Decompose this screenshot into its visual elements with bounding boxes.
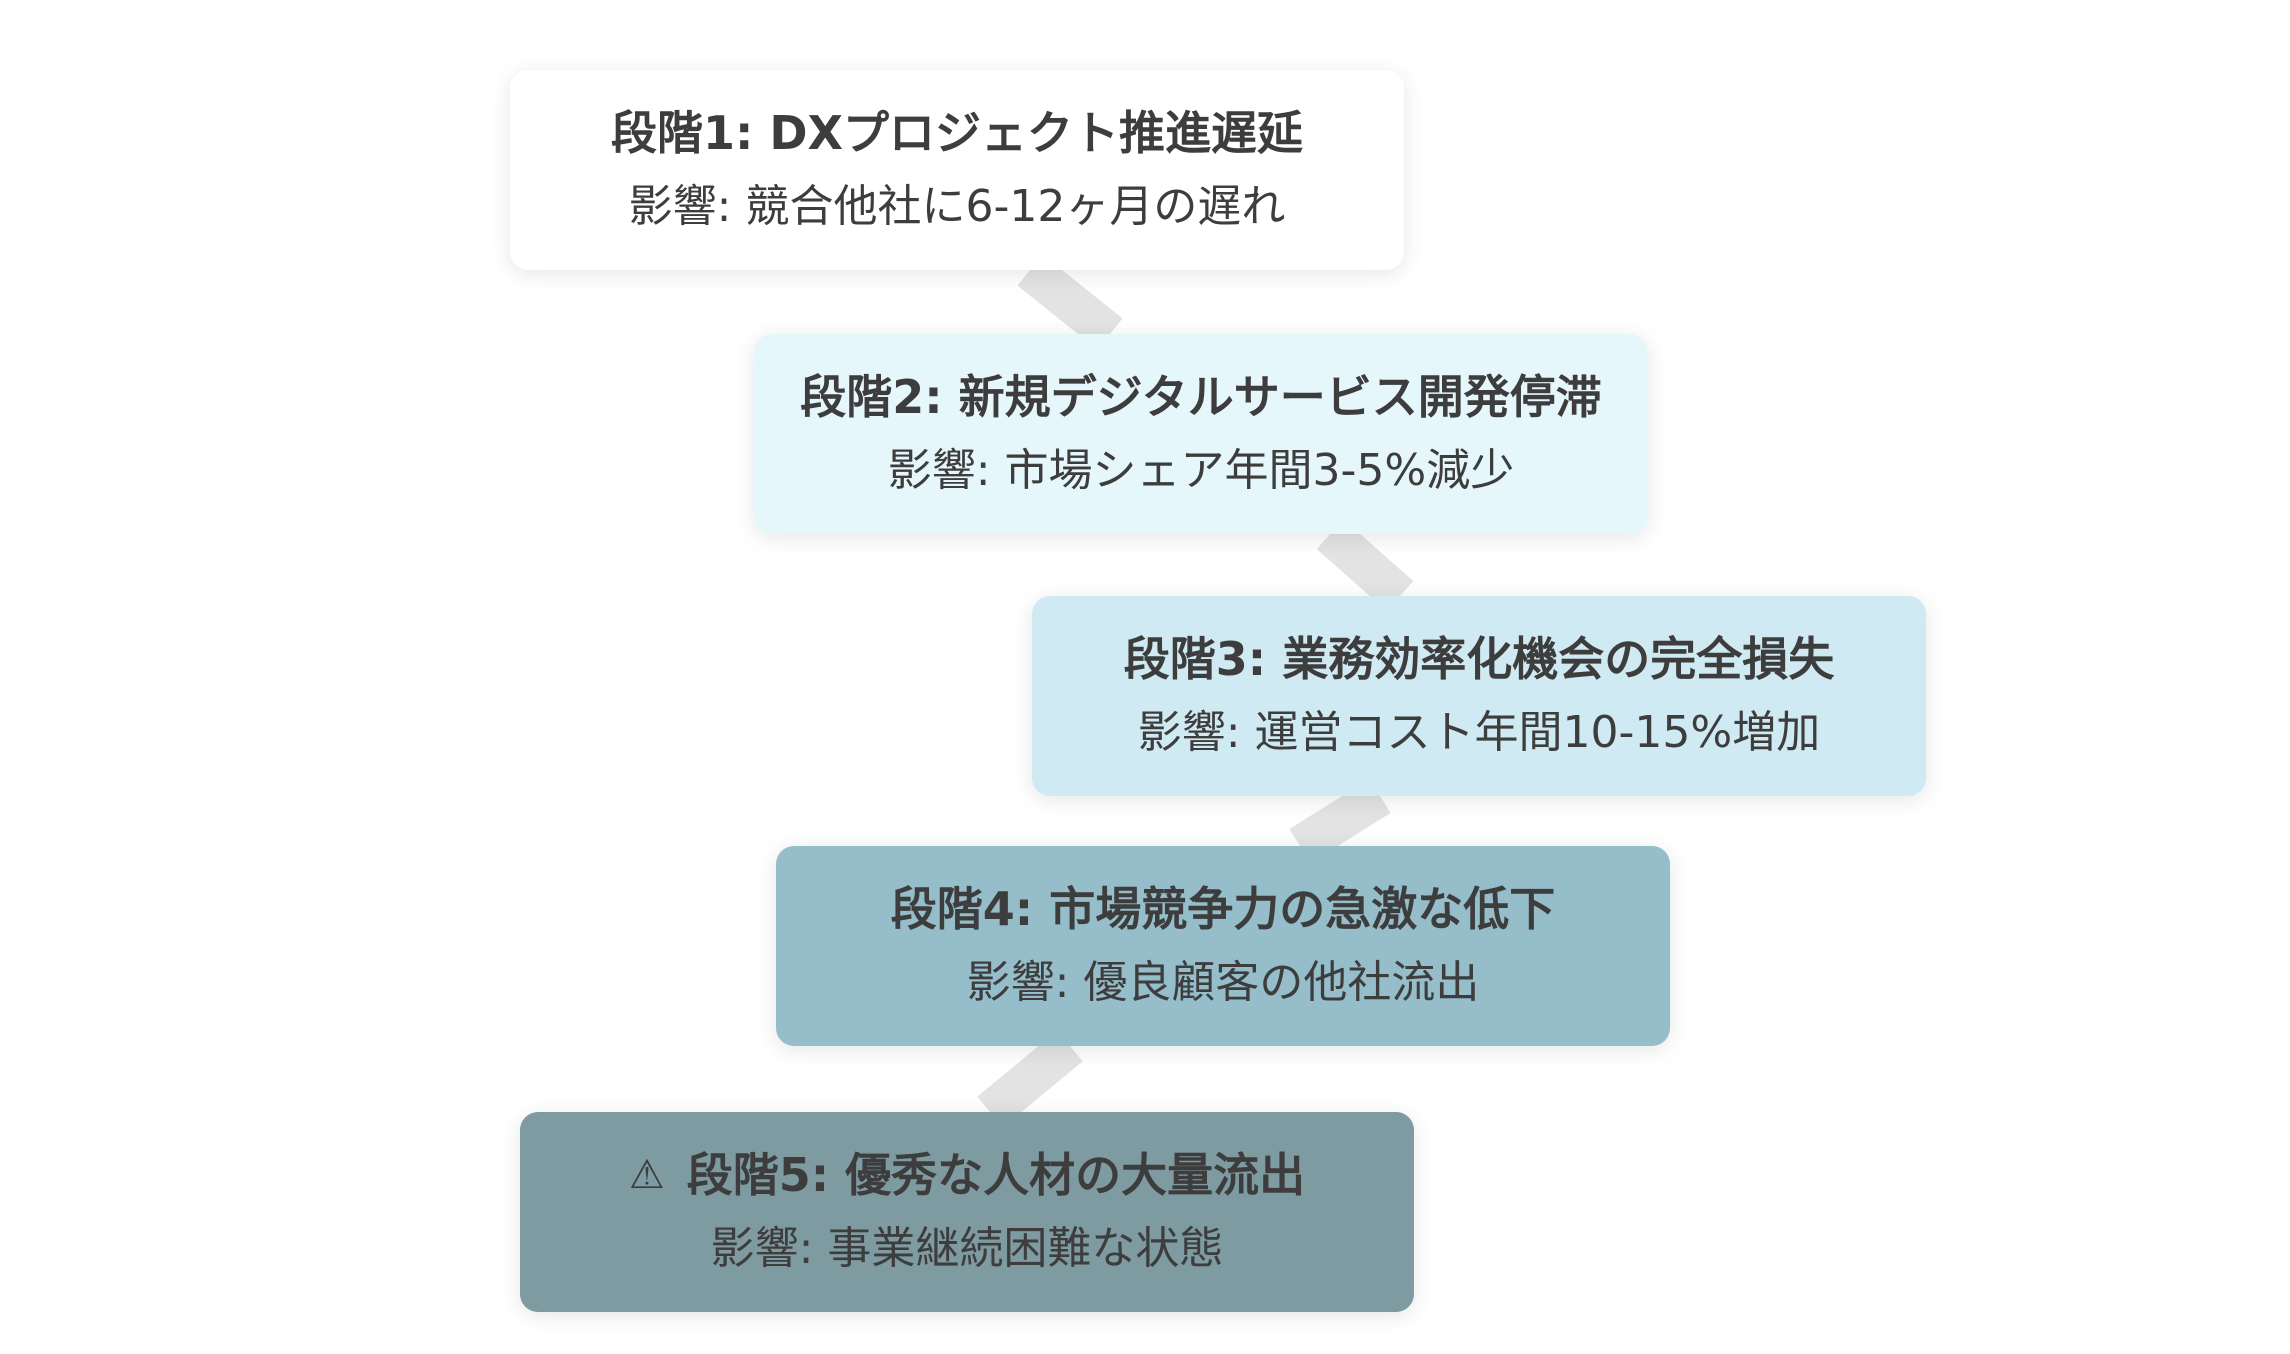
stage-3-box: 段階3: 業務効率化機会の完全損失 影響: 運営コスト年間10-15%増加 [1032, 596, 1926, 796]
connector-2-3 [1316, 519, 1414, 611]
warning-icon: ⚠ [628, 1152, 665, 1198]
connector-1-2 [1017, 254, 1123, 350]
stage-3-title: 段階3: 業務効率化機会の完全損失 [1124, 626, 1834, 692]
stage-1-box: 段階1: DXプロジェクト推進遅延 影響: 競合他社に6-12ヶ月の遅れ [510, 70, 1404, 270]
stage-2-impact: 影響: 市場シェア年間3-5%減少 [887, 445, 1515, 496]
stage-5-box: ⚠ 段階5: 優秀な人材の大量流出 影響: 事業継続困難な状態 [520, 1112, 1414, 1312]
stage-4-impact: 影響: 優良顧客の他社流出 [966, 957, 1480, 1008]
stage-4-title: 段階4: 市場競争力の急激な低下 [891, 876, 1555, 942]
stage-4-title-text: 段階4: 市場競争力の急激な低下 [890, 882, 1556, 936]
stage-1-title-text: 段階1: DXプロジェクト推進遅延 [610, 106, 1304, 160]
connector-4-5 [977, 1030, 1083, 1128]
stage-3-impact: 影響: 運営コスト年間10-15%増加 [1137, 707, 1821, 758]
stage-3-title-text: 段階3: 業務効率化機会の完全損失 [1123, 632, 1835, 686]
stage-2-title-text: 段階2: 新規デジタルサービス開発停滞 [800, 370, 1602, 424]
stage-4-box: 段階4: 市場競争力の急激な低下 影響: 優良顧客の他社流出 [776, 846, 1670, 1046]
stage-5-title: ⚠ 段階5: 優秀な人材の大量流出 [629, 1142, 1305, 1208]
stage-5-title-text: 段階5: 優秀な人材の大量流出 [686, 1148, 1306, 1202]
stage-5-impact: 影響: 事業継続困難な状態 [710, 1223, 1224, 1274]
connector-3-4 [1289, 779, 1391, 863]
stage-1-title: 段階1: DXプロジェクト推進遅延 [611, 100, 1303, 166]
stage-2-title: 段階2: 新規デジタルサービス開発停滞 [800, 364, 1602, 430]
stage-1-impact: 影響: 競合他社に6-12ヶ月の遅れ [628, 181, 1286, 232]
stage-2-box: 段階2: 新規デジタルサービス開発停滞 影響: 市場シェア年間3-5%減少 [754, 334, 1648, 534]
